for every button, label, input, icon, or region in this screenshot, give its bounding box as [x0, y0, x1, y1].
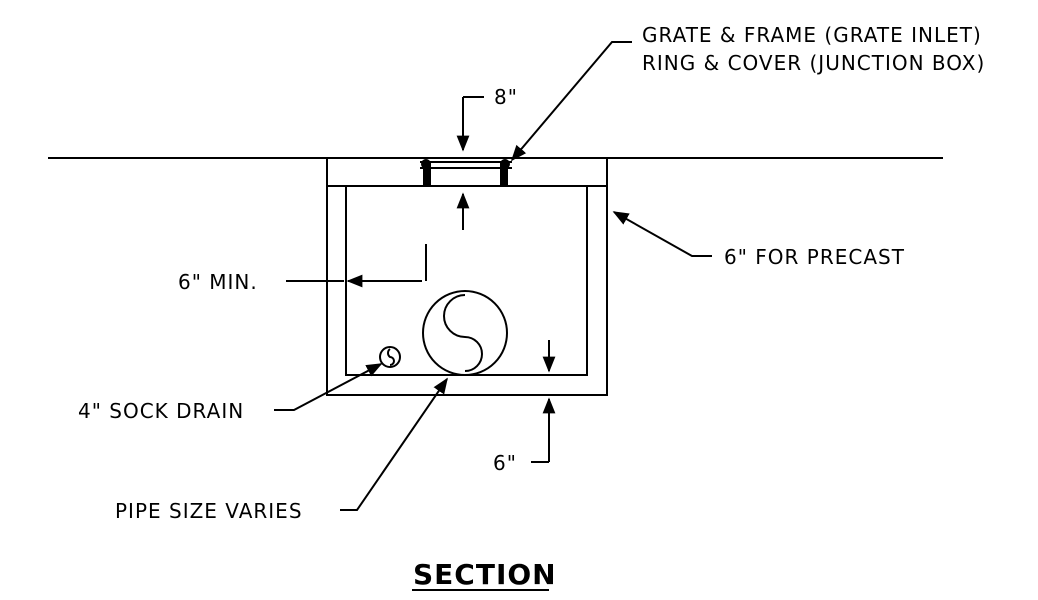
pipe-leader: [340, 377, 448, 511]
precast-leader: [612, 211, 712, 257]
bottom-slab-dimension: [531, 340, 556, 463]
min-clearance-dimension: [286, 244, 427, 288]
top-slab-dimension: [456, 96, 484, 230]
grate-label-line1: GRATE & FRAME (GRATE INLET): [642, 23, 982, 47]
sock-drain-symbol: [379, 346, 401, 368]
grate-leader: [510, 41, 632, 162]
grate-frame: [420, 159, 512, 187]
precast-label: 6" FOR PRECAST: [724, 245, 905, 269]
section-title: SECTION: [413, 558, 557, 591]
sock-drain-label: 4" SOCK DRAIN: [78, 399, 244, 423]
top-slab-label: 8": [494, 85, 518, 109]
pipe-label: PIPE SIZE VARIES: [115, 499, 303, 523]
grate-label-line2: RING & COVER (JUNCTION BOX): [642, 51, 985, 75]
box-outer-wall: [326, 157, 608, 396]
bottom-slab-label: 6": [493, 451, 517, 475]
pipe-symbol: [422, 290, 508, 376]
min-clearance-label: 6" MIN.: [178, 270, 258, 294]
sock-drain-leader: [274, 363, 383, 411]
